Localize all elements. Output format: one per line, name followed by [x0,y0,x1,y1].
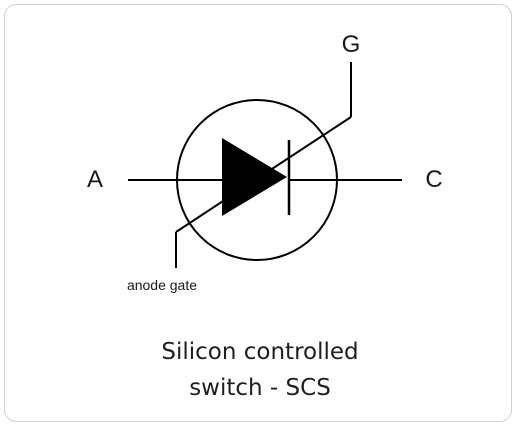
gate-diagonal [175,116,352,233]
gate-label: G [342,31,361,58]
anode-label: A [87,166,103,193]
anode-gate-label: anode gate [127,277,197,293]
cathode-label: C [425,166,442,193]
caption-line-1: Silicon controlled [161,339,359,365]
diode-triangle [222,138,287,216]
diagram-card [4,4,512,422]
caption-line-2: switch - SCS [189,375,331,401]
